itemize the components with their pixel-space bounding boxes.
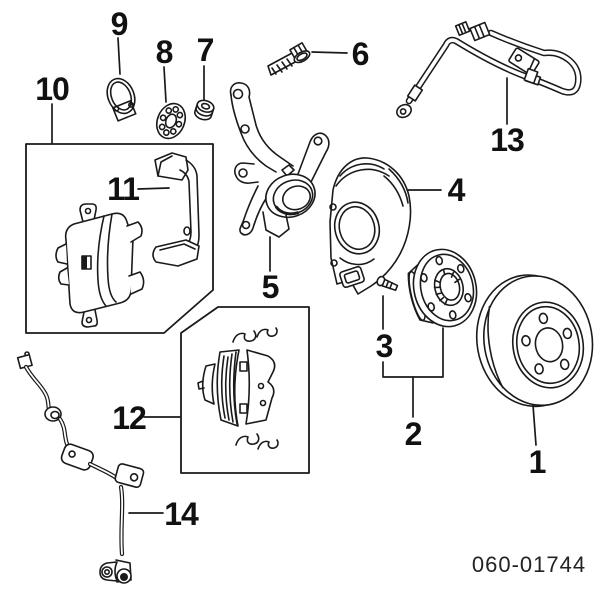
caliper-assembly-box [25,143,214,334]
brake-pad-kit-box [180,306,310,474]
wheel-bearing-drawing [155,102,187,140]
callout-label-7: 7 [196,32,215,68]
brake-dust-shield-drawing [329,157,412,295]
callout-label-12: 12 [112,400,147,436]
callout-label-11: 11 [107,171,140,207]
flange-bolt-drawing [267,42,311,76]
callout-label-2: 2 [404,416,423,452]
brake-caliper-body-drawing [55,203,145,328]
callout-label-5: 5 [261,269,280,305]
wheel-hub-drawing [407,248,478,328]
callout-label-4: 4 [447,172,466,208]
callout-label-13: 13 [490,122,525,158]
callout-label-3: 3 [375,328,394,364]
callout-leader-lines [51,37,537,514]
caliper-carrier-bracket-drawing [152,152,200,267]
snap-ring-drawing [106,77,137,122]
callout-label-9: 9 [110,6,129,42]
hub-bolt-drawing [376,275,399,292]
callout-label-6: 6 [351,36,370,72]
catalog-code: 060-01744 [471,552,587,577]
callout-label-8: 8 [155,34,174,70]
steering-knuckle-drawing [229,82,330,238]
spacer-bushing-drawing [194,99,215,121]
callout-label-10: 10 [35,71,70,107]
brake-hose-drawing [396,21,582,119]
callout-label-1: 1 [528,444,547,480]
brake-pads-drawing [197,327,279,450]
brake-disc-drawing [475,274,594,408]
abs-wheel-speed-sensor-drawing [16,351,145,584]
callout-label-14: 14 [164,496,199,532]
